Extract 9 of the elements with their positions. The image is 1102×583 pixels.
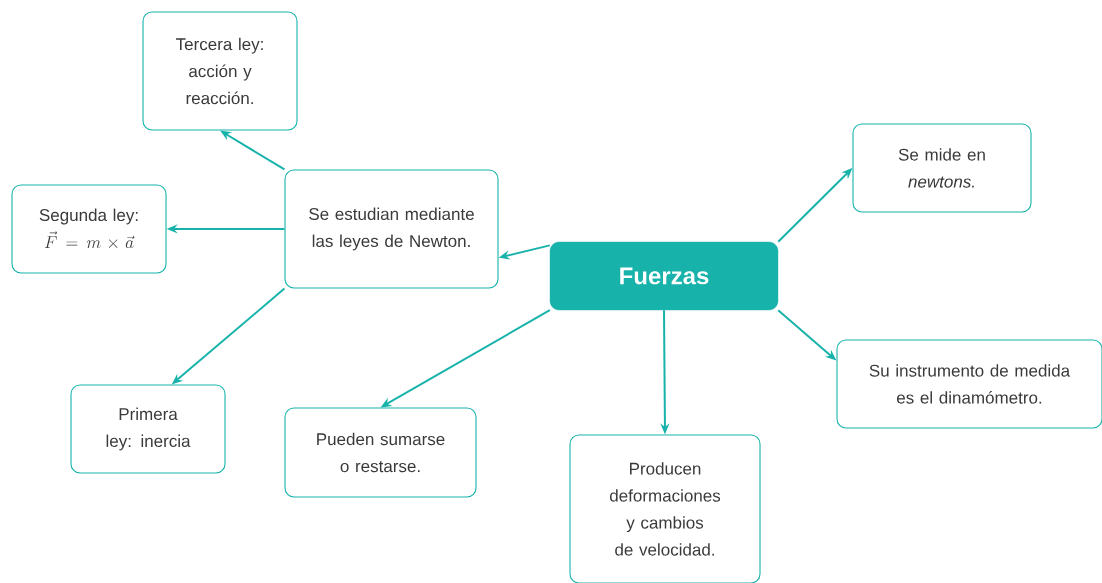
concept-box: Primera ley: inercia [70,384,226,474]
concept-box: Se estudian mediante las leyes de Newton. [284,169,499,289]
concept-box: Se mide en newtons. [852,123,1032,213]
concept-box: Tercera ley: acción y reacción. [142,11,298,131]
central-topic-box: Fuerzas [549,241,779,311]
concept-box: Su instrumento de medida es el dinamómetro. [836,339,1102,429]
concept-box: Segunda ley: $\vec{F} = m \times \vec{a}$ [11,184,167,274]
concept-box: Producen deformaciones y cambios de velocidad. [569,434,761,583]
concept-box: Pueden sumarse o restarse. [284,407,477,498]
